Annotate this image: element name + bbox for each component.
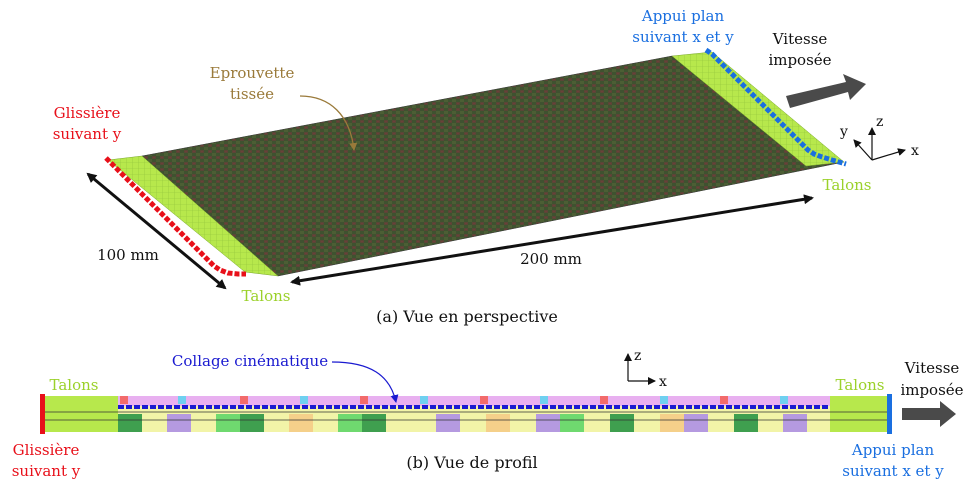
caption-b: (b) Vue de profil — [406, 453, 537, 472]
glissiere-label-line2: suivant y — [53, 125, 122, 143]
length-dimension-arrow — [290, 194, 814, 286]
profile-axis-x-label: x — [659, 374, 667, 390]
profile-vitesse-arrow — [902, 401, 956, 427]
profile-vitesse-line1: Vitesse — [904, 359, 960, 377]
perspective-view: Glissière suivant y Appui plan suivant x… — [53, 7, 919, 326]
collage-leader — [331, 361, 399, 403]
profile-vitesse-line2: imposée — [900, 381, 963, 399]
appui-label-line2: suivant x et y — [632, 28, 734, 46]
eprouvette-label-line2: tissée — [230, 85, 274, 103]
axis-x-label: x — [911, 143, 919, 159]
profile-axis-triad: z x — [624, 348, 667, 390]
profile-talons-right-label: Talons — [836, 376, 885, 394]
axis-z-label: z — [876, 114, 883, 130]
eprouvette-leader — [299, 95, 358, 151]
profile-axis-z-label: z — [634, 348, 641, 364]
right-talon — [671, 51, 845, 167]
profile-glissiere-line1: Glissière — [13, 441, 80, 459]
profile-appui-line2: suivant x et y — [842, 462, 944, 480]
profile-laminate — [44, 396, 888, 432]
eprouvette-label-line1: Eprouvette — [210, 64, 295, 82]
glissiere-label-line1: Glissière — [54, 104, 121, 122]
profile-appui-boundary — [887, 394, 892, 434]
axis-y-label: y — [839, 124, 848, 140]
profile-right-talon — [830, 396, 888, 432]
caption-a: (a) Vue en perspective — [376, 307, 558, 326]
appui-label-line1: Appui plan — [641, 7, 725, 25]
vitesse-label-line2: imposée — [768, 51, 831, 69]
profile-glissiere-boundary — [40, 394, 45, 434]
width-dimension-label: 100 mm — [97, 246, 159, 264]
profile-left-talon — [44, 396, 118, 432]
appui-boundary — [704, 47, 847, 167]
length-dimension-label: 200 mm — [520, 250, 582, 268]
width-dimension-arrow — [86, 172, 227, 290]
vitesse-arrow — [786, 74, 866, 108]
talons-left-label: Talons — [242, 287, 291, 305]
profile-view: Talons Talons Collage cinématique z x Vi… — [12, 348, 963, 480]
collage-label: Collage cinématique — [172, 352, 328, 370]
vitesse-label-line1: Vitesse — [772, 30, 828, 48]
profile-appui-line1: Appui plan — [851, 441, 935, 459]
perspective-axis-triad: z x y — [839, 114, 919, 161]
profile-talons-left-label: Talons — [50, 376, 99, 394]
talons-right-label: Talons — [823, 176, 872, 194]
profile-glissiere-line2: suivant y — [12, 462, 81, 480]
